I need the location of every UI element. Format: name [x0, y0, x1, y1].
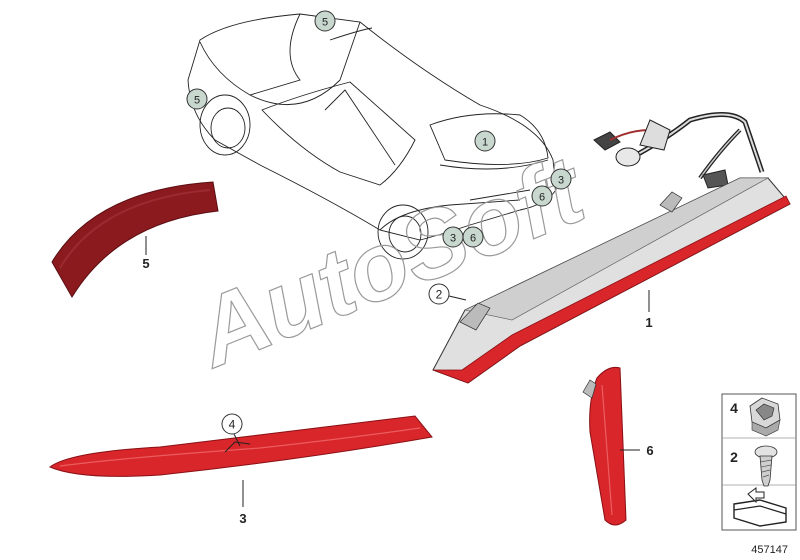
car-callout-label: 3 [558, 175, 564, 187]
diagram-id: 457147 [751, 544, 788, 556]
car-callout-label: 6 [539, 192, 545, 204]
legend-item-clip-nut[interactable]: 4 [730, 397, 781, 437]
car-callout-label: 1 [482, 137, 488, 149]
part-6-reflector[interactable] [582, 367, 627, 526]
clip-nut-icon [749, 397, 781, 437]
leader-line-4 [233, 433, 241, 447]
car-callout-label: 5 [322, 17, 328, 29]
part-2-callout[interactable]: 2 [428, 283, 467, 305]
car-callout-6-left[interactable]: 6 [462, 226, 484, 248]
car-callout-label: 6 [470, 233, 476, 245]
part-1-brake-light[interactable] [432, 112, 791, 384]
part-label-2: 2 [436, 288, 443, 302]
car-callouts: 5 5 1 3 6 3 6 [186, 10, 572, 248]
screw-icon [754, 445, 778, 487]
car-callout-6-right[interactable]: 6 [531, 185, 553, 207]
part-label-1: 1 [645, 315, 652, 330]
car-callout-5-side[interactable]: 5 [186, 88, 208, 110]
car-callout-label: 5 [194, 95, 200, 107]
car-callout-3-right[interactable]: 3 [550, 168, 572, 190]
part-label-5: 5 [142, 256, 149, 271]
part-label-4: 4 [229, 418, 236, 432]
part-3-reflector[interactable] [49, 415, 433, 477]
car-callout-1[interactable]: 1 [474, 130, 496, 152]
legend-item-number: 4 [730, 400, 738, 416]
small-parts-legend: 4 2 [721, 393, 797, 531]
car-callout-3-left[interactable]: 3 [442, 226, 464, 248]
car-callout-5-roof[interactable]: 5 [314, 10, 336, 32]
part-4-callout[interactable]: 4 [221, 413, 243, 447]
kit-pictogram-icon [733, 487, 787, 527]
watermark: AutoSoft [179, 134, 602, 388]
leader-line-2 [448, 295, 467, 301]
car-callout-label: 3 [450, 233, 456, 245]
legend-item-screw[interactable]: 2 [730, 445, 778, 487]
part-5-reflector[interactable] [51, 181, 219, 298]
part-label-6: 6 [646, 443, 653, 458]
part-label-3: 3 [239, 511, 246, 526]
car-outline [187, 13, 557, 260]
legend-item-number: 2 [730, 449, 738, 465]
watermark-text: AutoSoft [180, 135, 601, 388]
